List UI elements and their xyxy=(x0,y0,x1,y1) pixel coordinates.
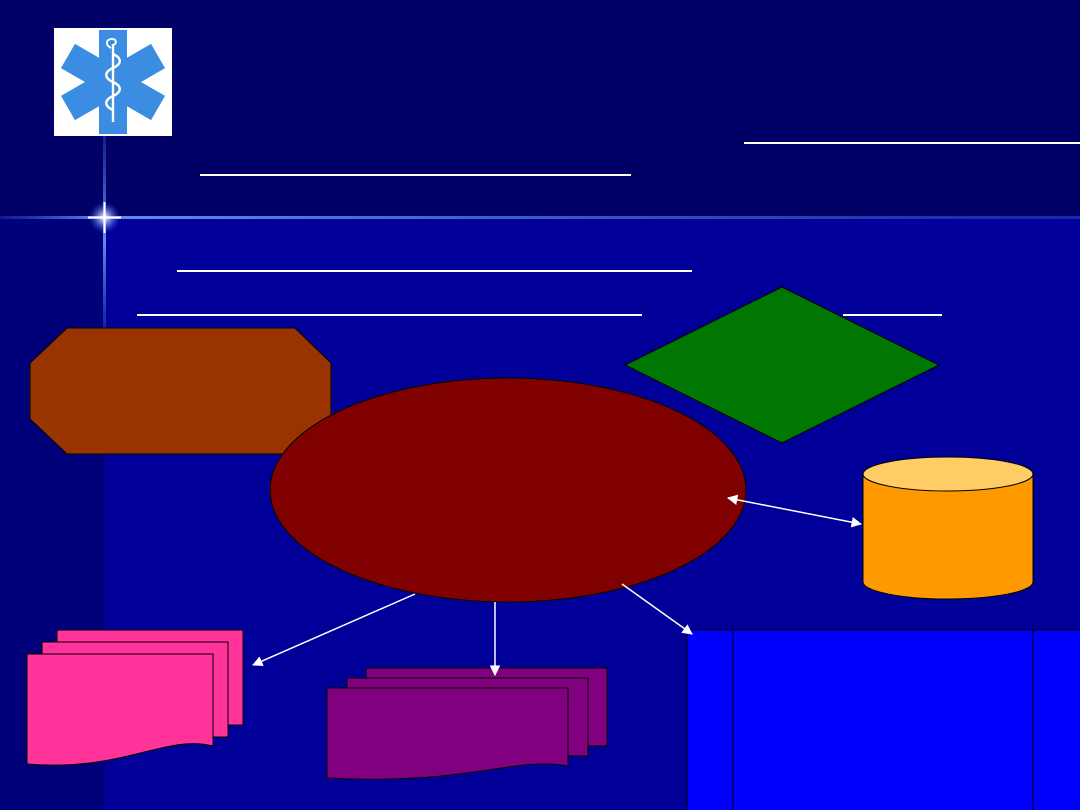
subtitle-rule-2 xyxy=(137,314,642,316)
star-of-life-icon xyxy=(54,28,172,136)
subtitle-rule-3 xyxy=(843,314,942,316)
decision-diamond xyxy=(623,286,941,444)
accent-sparkle-v xyxy=(103,202,106,233)
pink-multi-document xyxy=(26,629,244,766)
connector-system-pink-documents xyxy=(252,593,416,667)
connectors xyxy=(252,494,863,677)
process-octagon xyxy=(29,327,332,455)
system-ellipse xyxy=(269,377,747,603)
text-placeholders xyxy=(137,142,1080,316)
subtitle-rule-1 xyxy=(177,270,692,272)
header-band xyxy=(0,0,1080,218)
predefined-process-box xyxy=(686,629,1080,810)
purple-multi-document xyxy=(326,667,608,780)
serpent-icon xyxy=(105,52,121,112)
accent-vertical-line xyxy=(103,130,106,350)
title-rule-1 xyxy=(744,142,1080,144)
connector-system-database xyxy=(726,494,863,528)
connector-system-process-box xyxy=(621,583,693,635)
database-cylinder xyxy=(862,456,1034,600)
title-rule-2 xyxy=(200,174,631,176)
accent-horizontal-line xyxy=(0,216,1080,219)
